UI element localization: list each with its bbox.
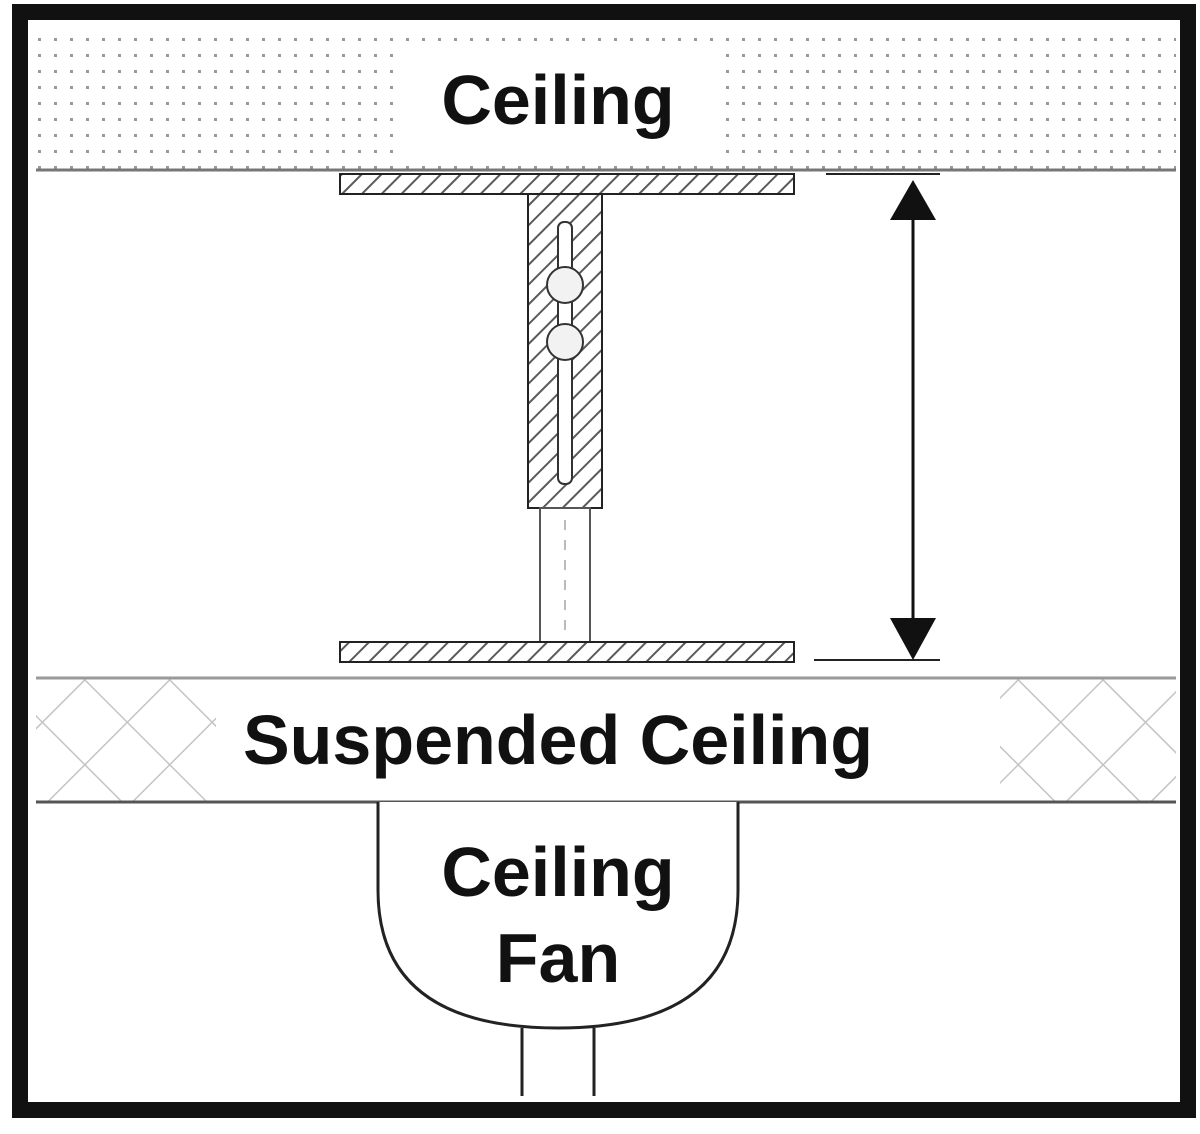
- suspended-ceiling-panel: [36, 676, 1176, 804]
- ceiling-fan-label-line2: Fan: [496, 919, 620, 997]
- suspended-ceiling-label: Suspended Ceiling: [243, 701, 873, 779]
- diagram-frame: [12, 4, 1196, 1118]
- bolt-lower: [546, 323, 584, 361]
- height-dimension-arrow: [814, 173, 940, 661]
- ceiling-slab: [36, 28, 1176, 172]
- bolt-upper: [546, 266, 584, 304]
- lower-mounting-plate: [339, 641, 795, 663]
- upper-mounting-plate: [339, 173, 795, 195]
- ceiling-fan-canopy: [376, 802, 740, 1030]
- inner-rod: [539, 507, 591, 643]
- fan-downrod: [520, 1028, 596, 1096]
- ceiling-label: Ceiling: [441, 61, 674, 139]
- ceiling-fan-label-line1: Ceiling: [441, 833, 674, 911]
